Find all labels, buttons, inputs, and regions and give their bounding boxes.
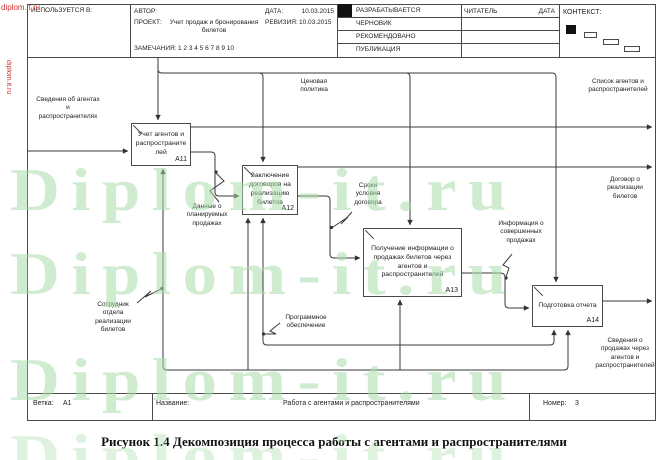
box-corner-mark (133, 125, 142, 134)
arrow-software-bus-a14 (262, 329, 557, 346)
label-contract: Договор о реализации билетов (607, 176, 643, 200)
status-row-line-3 (337, 43, 559, 44)
footer-top-line (27, 393, 656, 394)
author-label: АВТОР: (134, 8, 157, 15)
arrow-control-a13 (405, 72, 413, 226)
number-value: 3 (575, 400, 579, 407)
callout-staff (136, 288, 162, 304)
label-staff: Сотрудник отдела реализации билетов (95, 301, 131, 334)
box-corner-mark (244, 167, 253, 176)
footer-divider-1 (152, 393, 153, 421)
context-current-node (566, 25, 576, 34)
context-node-2 (603, 39, 619, 45)
label-price-policy: Ценовая политика (300, 78, 328, 94)
arrow-control-bus-a14 (157, 57, 559, 283)
context-node-3 (624, 46, 640, 52)
box-corner-mark (365, 230, 374, 239)
callout-sales-info (502, 253, 513, 278)
activity-title: Учет агентов и распространителей (135, 131, 187, 156)
callout-dot-terms (329, 225, 334, 230)
status-row-recommended: РЕКОМЕНДОВАНО (356, 33, 416, 40)
activity-box-a13: Получение информации о продажах билетов … (363, 228, 462, 297)
callout-dot-planned (214, 170, 218, 174)
revision-value: 10.03.2015 (299, 19, 332, 26)
status-row-developing: РАЗРАБАТЫВАЕТСЯ (356, 7, 421, 14)
status-row-draft: ЧЕРНОВИК (356, 20, 392, 27)
date-label: ДАТА: (265, 8, 284, 15)
activity-box-a12: Заключение договоров на реализацию билет… (242, 165, 298, 215)
activity-title: Получение информации о продажах билетов … (371, 244, 454, 279)
activity-box-a11: Учет агентов и распространителей A11 (131, 123, 191, 166)
footer-divider-2 (529, 393, 530, 421)
reader-label: ЧИТАТЕЛЬ (464, 8, 498, 15)
title-label: Название: (156, 400, 190, 407)
arrow-a11-to-a12 (191, 151, 240, 199)
label-input-agents: Сведения об агентах и распространителях (36, 96, 100, 120)
activity-code: A13 (445, 286, 458, 294)
callout-contract-terms (332, 211, 353, 228)
number-label: Номер: (543, 400, 567, 407)
used-in-label: ИСПОЛЬЗУЕТСЯ В: (31, 7, 93, 14)
callout-planned-sales (209, 172, 225, 203)
callout-software (265, 322, 281, 335)
reader-date-label: ДАТА (538, 8, 555, 15)
project-value: Учет продаж и бронирования билетов (169, 19, 259, 35)
revision-label: РЕВИЗИЯ: (265, 19, 298, 26)
label-agents-list: Список агентов и распространителей (588, 78, 648, 94)
arrow-a13-to-a14 (462, 272, 530, 311)
label-planned-sales: Данные о планируемых продажах (186, 203, 228, 227)
label-sales-report: Сведения о продажах через агентов и расп… (595, 337, 655, 370)
callout-dot-staff (160, 286, 164, 291)
callout-dot-info (504, 276, 508, 280)
figure-caption: Рисунок 1.4 Декомпозиция процесса работы… (101, 434, 567, 449)
arrow-control-a12 (258, 72, 266, 163)
notes-value: 1 2 3 4 5 6 7 8 9 10 (178, 45, 235, 52)
header-divider-1 (130, 4, 131, 57)
status-row-line-1 (337, 17, 559, 18)
notes-label: ЗАМЕЧАНИЯ: (134, 45, 177, 52)
node-label: Ветка: (33, 400, 54, 407)
box-corner-mark (534, 287, 543, 296)
label-contract-terms: Сроки условия договора (354, 182, 382, 206)
activity-title: Заключение договоров на реализацию билет… (249, 172, 291, 206)
label-software: Программное обеспечение (285, 314, 327, 330)
activity-title: Подготовка отчета (538, 301, 597, 309)
header-divider-4 (559, 4, 560, 57)
node-value: A1 (63, 400, 72, 407)
title-value: Работа с агентами и распространителями (283, 400, 420, 407)
activity-box-a14: Подготовка отчета A14 (532, 285, 603, 327)
project-label: ПРОЕКТ: (134, 19, 162, 26)
activity-code: A11 (175, 155, 187, 163)
arrow-mechanism-bus-a14 (162, 329, 571, 371)
activity-code: A12 (281, 204, 294, 212)
activity-code: A14 (586, 316, 599, 324)
status-row-publication: ПУБЛИКАЦИЯ (356, 46, 401, 53)
label-sales-info: Информация о совершенных продажах (498, 220, 544, 244)
date-value: 10.03.2015 (301, 8, 334, 15)
context-node-1 (584, 32, 597, 38)
status-row-line-2 (337, 30, 559, 31)
status-marker-square (338, 4, 352, 17)
callout-dot-software (261, 332, 266, 336)
context-label: КОНТЕКСТ: (563, 9, 602, 16)
header-bottom-line (27, 57, 656, 58)
